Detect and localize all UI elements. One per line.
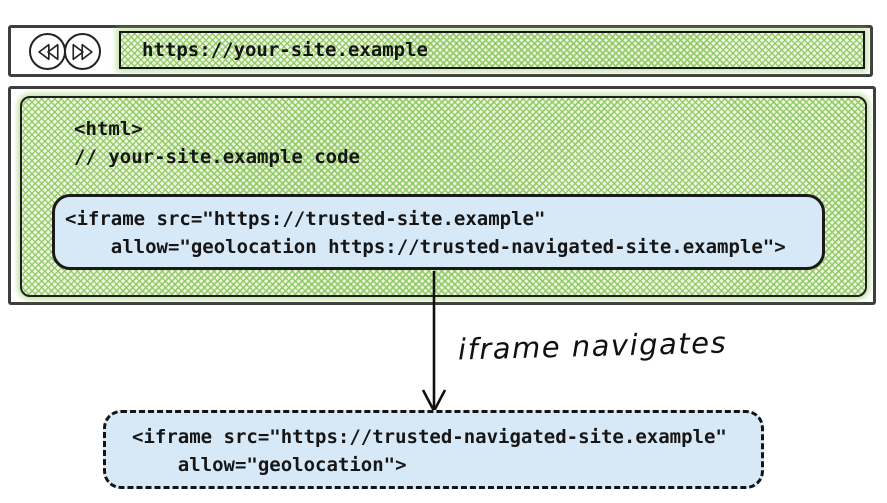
forward-button	[64, 33, 101, 70]
iframe-element-box: <iframe src="https://trusted-site.exampl…	[52, 194, 825, 270]
code-line-html: <html>	[74, 118, 143, 140]
navigated-iframe-element-box: <iframe src="https://trusted-navigated-s…	[103, 410, 764, 489]
iframe-code-line-src: <iframe src="https://trusted-site.exampl…	[65, 208, 546, 230]
rewind-icon	[37, 43, 59, 60]
address-bar: https://your-site.example	[119, 31, 865, 69]
address-url: https://your-site.example	[142, 39, 428, 61]
page-source-code: <html> // your-site.example code	[74, 115, 360, 171]
iframe-source-code: <iframe src="https://trusted-site.exampl…	[65, 205, 822, 261]
page-content-area: <html> // your-site.example code <iframe …	[20, 96, 867, 297]
fast-forward-icon	[71, 43, 93, 60]
navigated-iframe-source-code: <iframe src="https://trusted-navigated-s…	[132, 423, 761, 479]
browser-viewport: <html> // your-site.example code <iframe …	[8, 86, 876, 305]
navigated-iframe-code-line-src: <iframe src="https://trusted-navigated-s…	[132, 426, 727, 448]
back-button	[29, 33, 66, 70]
iframe-code-line-allow: allow="geolocation https://trusted-navig…	[65, 236, 786, 258]
iframe-navigates-label: iframe navigates	[457, 325, 728, 367]
code-line-comment: // your-site.example code	[74, 146, 360, 168]
browser-chrome: https://your-site.example	[8, 25, 873, 77]
navigated-iframe-code-line-allow: allow="geolocation">	[132, 454, 407, 476]
